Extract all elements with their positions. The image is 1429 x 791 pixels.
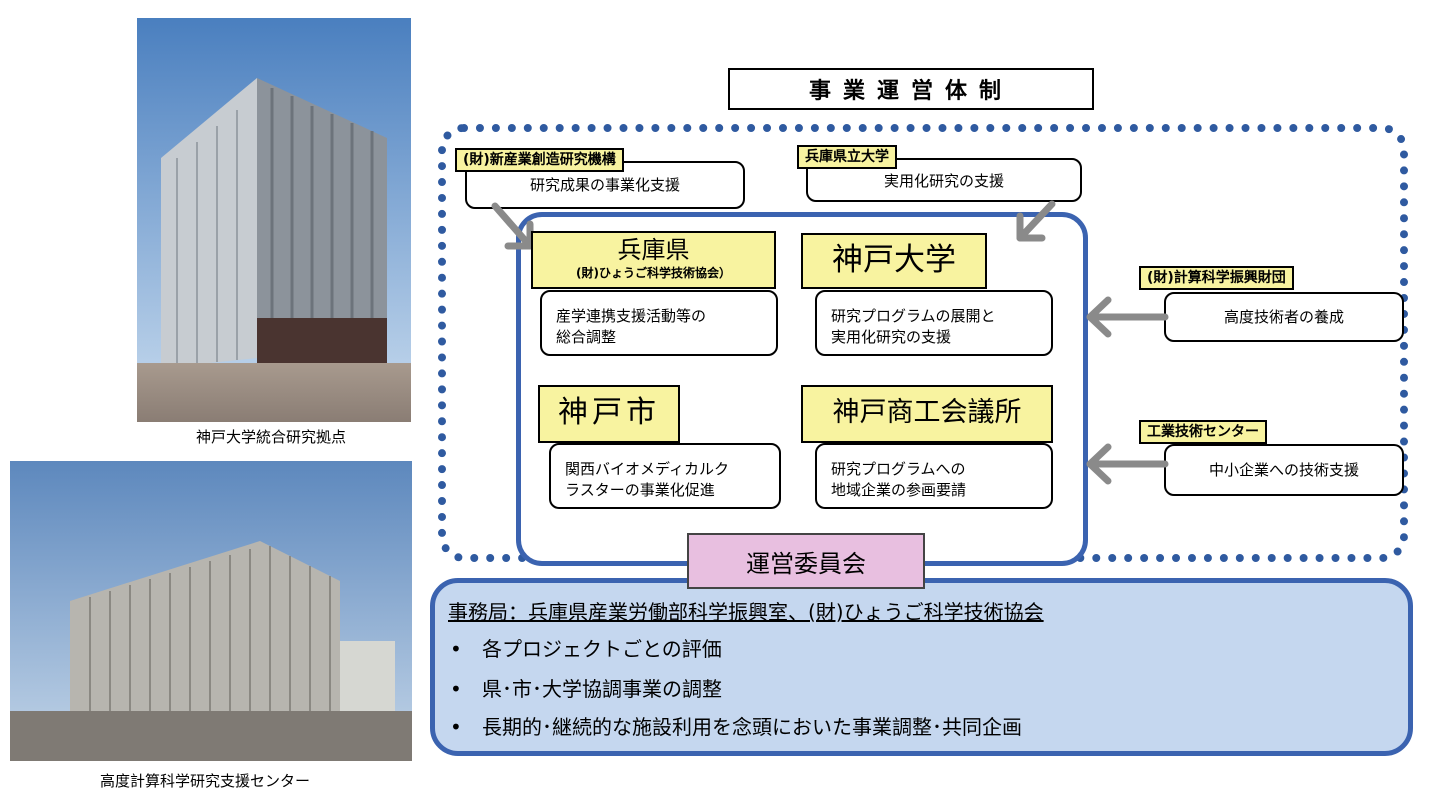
kobe-univ-desc-line1: 研究プログラムの展開と (831, 307, 996, 325)
kobe-city-label: 神戸市 (538, 385, 680, 443)
building-photo-top (137, 18, 411, 422)
kobe-chamber-desc-line2: 地域企業の参画要請 (831, 481, 967, 499)
hyogo-pref-desc-line2: 総合調整 (556, 328, 617, 346)
secretariat-item: • 各プロジェクトごとの評価 (450, 633, 722, 662)
secretariat-item: • 長期的･継続的な施設利用を念頭においた事業調整･共同企画 (450, 711, 1022, 740)
committee-label: 運営委員会 (687, 533, 925, 589)
hyogo-pref-sublabel: (財)ひょうご科学技術協会） (576, 266, 731, 280)
secretariat-item-text: 各プロジェクトごとの評価 (482, 637, 722, 661)
kobe-chamber-desc-box: 研究プログラムへの 地域企業の参画要請 (815, 443, 1053, 509)
secretariat-item: • 県･市･大学協調事業の調整 (450, 673, 722, 702)
hyogo-univ-label: 兵庫県立大学 (797, 145, 897, 169)
kobe-chamber-label: 神戸商工会議所 (801, 385, 1053, 443)
bullet-marker: • (450, 637, 462, 661)
kobe-city-desc-box: 関西バイオメディカルク ラスターの事業化促進 (549, 443, 781, 509)
page-title: 事業運営体制 (728, 68, 1094, 110)
hyogo-pref-desc-line1: 産学連携支援活動等の (556, 307, 707, 325)
secretariat-heading: 事務局：兵庫県産業労働部科学振興室、(財)ひょうご科学技術協会 (448, 600, 1044, 624)
kobe-chamber-desc-line1: 研究プログラムへの (831, 460, 966, 478)
kobe-univ-desc-line2: 実用化研究の支援 (831, 328, 952, 346)
kobe-city-desc-line2: ラスターの事業化促進 (565, 481, 715, 499)
secretariat-panel (430, 578, 1413, 756)
fcs-label: (財)計算科学振興財団 (1139, 266, 1294, 290)
hyogo-univ-desc: 実用化研究の支援 (883, 172, 1004, 190)
fcs-desc: 高度技術者の養成 (1223, 308, 1344, 326)
itc-desc-box: 中小企業への技術支援 (1164, 444, 1404, 496)
hyogo-pref-desc-box: 産学連携支援活動等の 総合調整 (540, 290, 778, 356)
kobe-univ-desc-box: 研究プログラムの展開と 実用化研究の支援 (815, 290, 1053, 356)
nirc-desc: 研究成果の事業化支援 (529, 176, 680, 194)
bottom-photo-caption: 高度計算科学研究支援センター (100, 772, 311, 790)
top-photo-caption: 神戸大学統合研究拠点 (196, 428, 347, 446)
building-photo-bottom (10, 461, 412, 761)
bullet-marker: • (450, 715, 462, 739)
bullet-marker: • (450, 677, 462, 701)
secretariat-item-text: 長期的･継続的な施設利用を念頭においた事業調整･共同企画 (482, 715, 1022, 739)
kobe-city-desc-line1: 関西バイオメディカルク (565, 460, 729, 478)
itc-label: 工業技術センター (1139, 420, 1267, 444)
hyogo-pref-label: 兵庫県 (財)ひょうご科学技術協会） (531, 231, 776, 289)
itc-desc: 中小企業への技術支援 (1208, 461, 1359, 479)
kobe-univ-label: 神戸大学 (801, 233, 987, 289)
hyogo-pref-name: 兵庫県 (617, 236, 690, 264)
fcs-desc-box: 高度技術者の養成 (1164, 292, 1404, 342)
secretariat-item-text: 県･市･大学協調事業の調整 (482, 677, 722, 701)
nirc-label: (財)新産業創造研究機構 (455, 148, 624, 172)
